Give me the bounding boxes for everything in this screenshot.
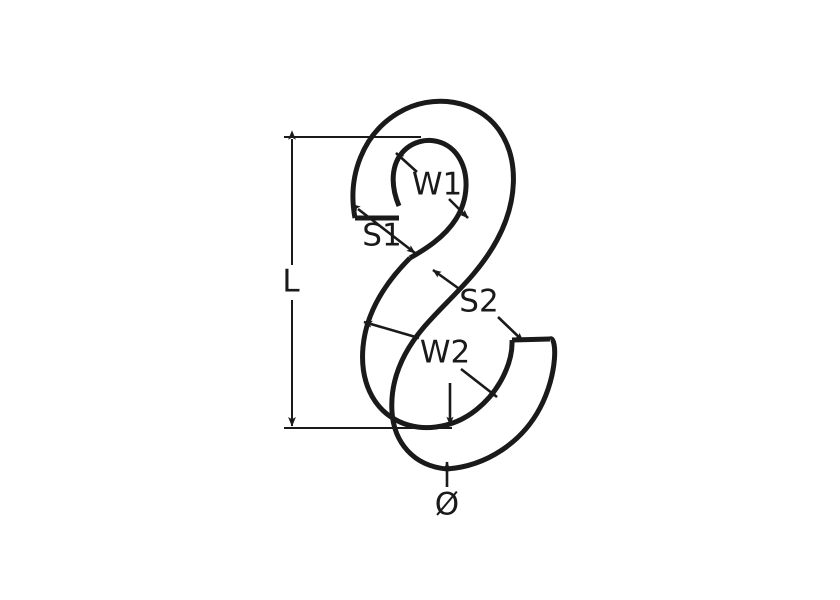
dimension-gap-lower bbox=[432, 268, 524, 342]
dimension-label-width-lower: W2 bbox=[420, 335, 470, 371]
dimension-label-gap-lower: S2 bbox=[459, 284, 498, 320]
dimension-label-gap-upper: S1 bbox=[362, 218, 401, 254]
lower-hook-outer-contour bbox=[446, 336, 558, 472]
upper-hook-inner-contour bbox=[390, 137, 469, 261]
leader-s2-upper bbox=[432, 268, 459, 290]
dimension-width-upper bbox=[395, 152, 469, 219]
leader-s1 bbox=[351, 203, 416, 255]
dimension-label-width-upper: W1 bbox=[412, 167, 462, 203]
leader-w1-upper bbox=[395, 152, 418, 173]
leader-w2-lower bbox=[460, 367, 498, 399]
dimension-width-lower bbox=[363, 320, 498, 426]
dimension-length bbox=[284, 130, 452, 429]
dimension-gap-upper bbox=[351, 203, 416, 255]
leader-w2-upper bbox=[363, 320, 420, 340]
upper-hook-outer-contour bbox=[350, 98, 516, 472]
lower-hook-cut-end bbox=[511, 336, 551, 343]
dimension-label-diameter: Ø bbox=[435, 487, 459, 523]
leader-w1-lower bbox=[448, 198, 469, 219]
dimension-label-length: L bbox=[282, 264, 300, 300]
leader-s2-lower bbox=[497, 316, 524, 342]
